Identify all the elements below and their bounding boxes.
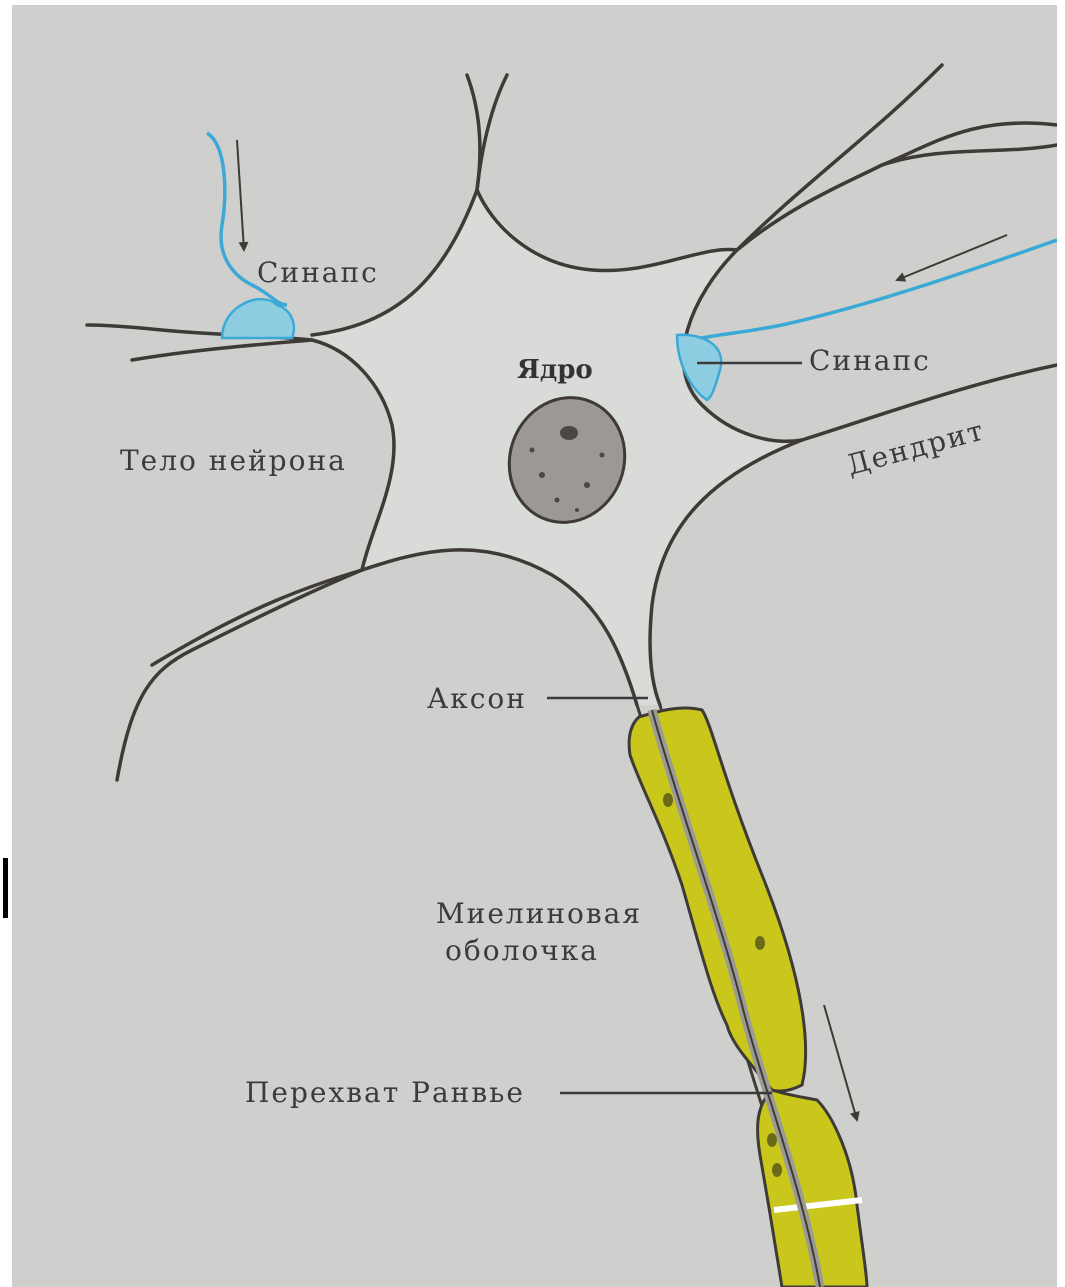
dendrite-left-lower bbox=[117, 570, 362, 780]
label-ranvier: Перехват Ранвье bbox=[245, 1076, 525, 1109]
arrow-down-icon bbox=[824, 1005, 857, 1120]
neuron-diagram: Синапс Синапс Ядро Тело нейрона Дендрит … bbox=[12, 5, 1057, 1287]
synapse-left bbox=[207, 133, 294, 338]
myelin-segment-upper bbox=[629, 708, 805, 1091]
neuron-figure: Синапс Синапс Ядро Тело нейрона Дендрит … bbox=[12, 5, 1057, 1287]
dendrite-upper-right bbox=[737, 145, 1057, 250]
arrow-left-icon bbox=[897, 235, 1007, 280]
label-synapse-left: Синапс bbox=[257, 256, 379, 289]
label-synapse-right: Синапс bbox=[809, 344, 931, 377]
label-myelin-line1: Миелиновая bbox=[436, 897, 642, 930]
label-nucleus: Ядро bbox=[517, 355, 593, 385]
arrow-down-icon bbox=[237, 140, 244, 250]
text-cursor-bar bbox=[3, 858, 8, 918]
label-myelin-line2: оболочка bbox=[445, 934, 599, 967]
label-axon: Аксон bbox=[427, 682, 527, 715]
label-dendrite: Дендрит bbox=[843, 413, 988, 481]
label-cell-body: Тело нейрона bbox=[120, 444, 347, 477]
